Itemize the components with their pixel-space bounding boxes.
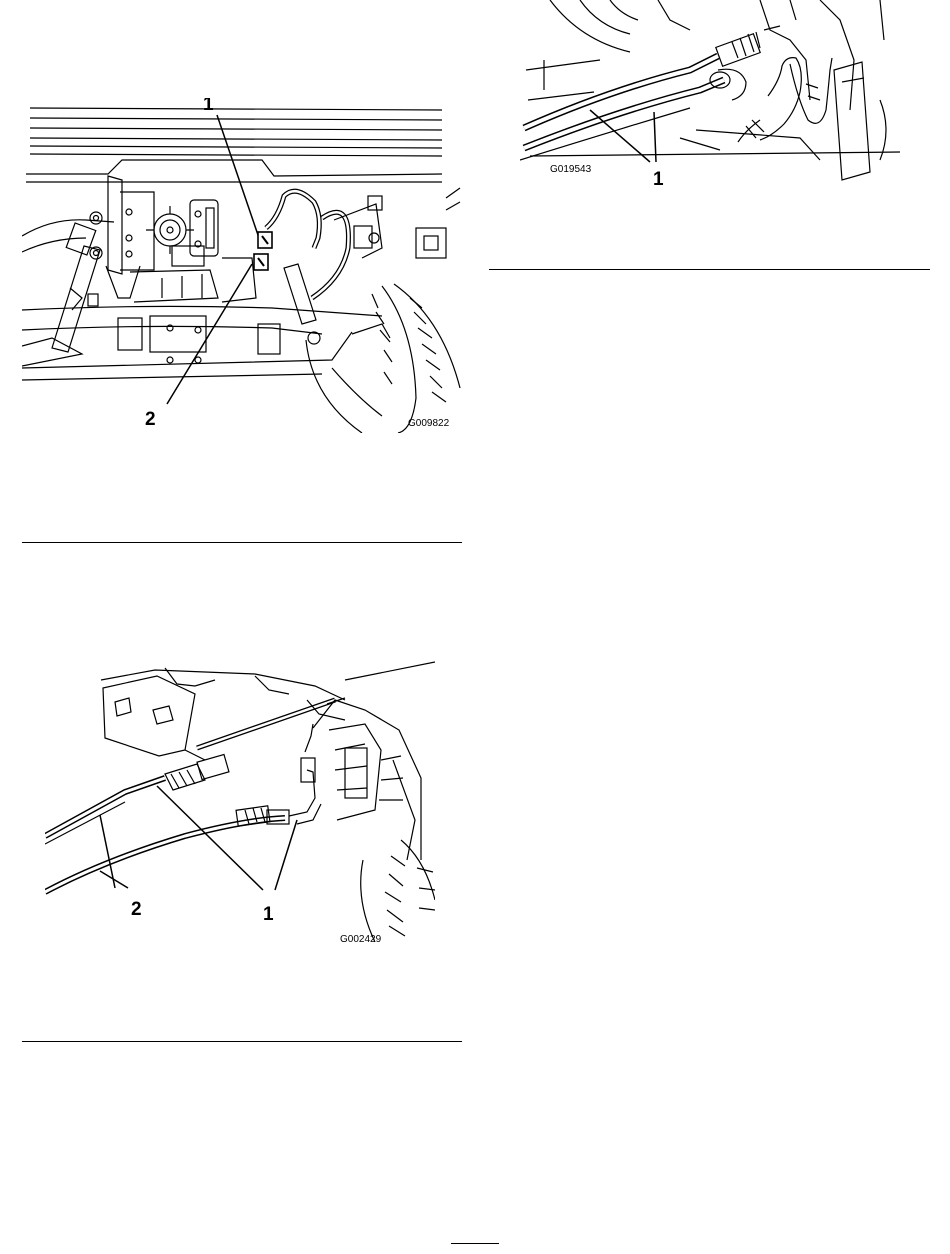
callout-1-label: 1: [653, 169, 664, 190]
figure-g019543: 1 G019543: [520, 0, 900, 200]
callout-1-leader-b: [275, 820, 297, 890]
callout-1-label: 1: [203, 98, 214, 115]
callout-1-label: 1: [263, 904, 274, 925]
separator-rule: [489, 269, 930, 270]
separator-rule: [22, 1041, 462, 1042]
callout-2-label: 2: [145, 409, 156, 430]
callout-2-label: 2: [131, 899, 142, 920]
figure-g009822-illustration: 1 2 G009822: [22, 98, 462, 433]
figure-code: G009822: [408, 418, 450, 429]
figure-g002429-illustration: 2 1 G002429: [45, 660, 435, 942]
figure-g019543-illustration: 1 G019543: [520, 0, 900, 200]
callout-2-leader-a: [100, 815, 115, 888]
separator-rule: [22, 542, 462, 543]
callout-1-leader: [217, 115, 258, 235]
footer-rule: [451, 1243, 499, 1244]
figure-g009822: 1 2 G009822: [22, 98, 462, 433]
figure-code: G019543: [550, 164, 592, 175]
figure-code: G002429: [340, 934, 382, 942]
callout-2-leader: [167, 264, 252, 404]
figure-g002429: 2 1 G002429: [45, 660, 435, 942]
